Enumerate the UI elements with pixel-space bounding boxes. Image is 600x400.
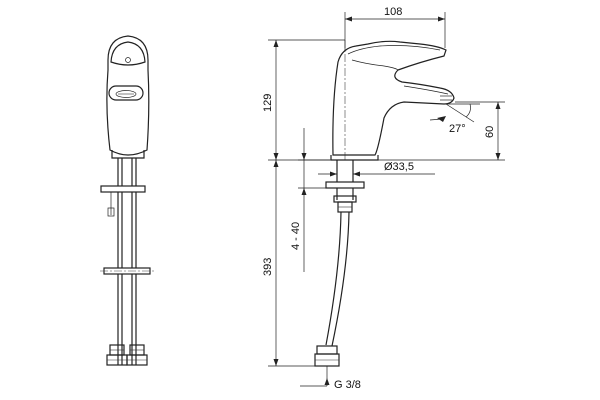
dim-label-height-hose: 393: [262, 258, 274, 276]
side-clamp: [325, 181, 365, 189]
side-body-outline: [332, 40, 455, 156]
dim-label-spout-angle: 27°: [449, 123, 466, 135]
front-base: [111, 150, 145, 159]
dim-thread: G 3/8: [300, 366, 361, 391]
dim-label-height-body: 129: [262, 94, 274, 112]
front-handle-top: [110, 41, 146, 66]
dim-spout-angle: 27°: [429, 103, 480, 135]
dim-height-hose: 393: [262, 160, 315, 367]
dim-height-spout: 60: [455, 101, 505, 161]
side-view: [314, 40, 455, 367]
front-view: [100, 35, 154, 366]
front-handle-indicator: [125, 57, 131, 63]
side-hose: [325, 211, 342, 346]
side-base: [330, 155, 379, 161]
dim-label-thickness-range: 4 - 40: [290, 222, 302, 250]
front-aerator: [115, 90, 137, 98]
front-body-outline: [106, 35, 150, 156]
front-clamp: [100, 185, 146, 193]
dim-height-body: 129: [262, 39, 470, 161]
dim-label-diameter-base: Ø33,5: [384, 161, 414, 173]
dim-diameter-base: Ø33,5: [318, 161, 435, 178]
dim-label-thread: G 3/8: [334, 379, 361, 391]
front-hose-nuts: [106, 344, 148, 366]
front-aerator-window: [108, 85, 144, 101]
dim-width-top: 108: [344, 6, 446, 50]
dim-thickness-range: 4 - 40: [290, 128, 330, 272]
dim-label-width-top: 108: [384, 6, 402, 18]
dim-label-height-spout: 60: [484, 126, 496, 138]
